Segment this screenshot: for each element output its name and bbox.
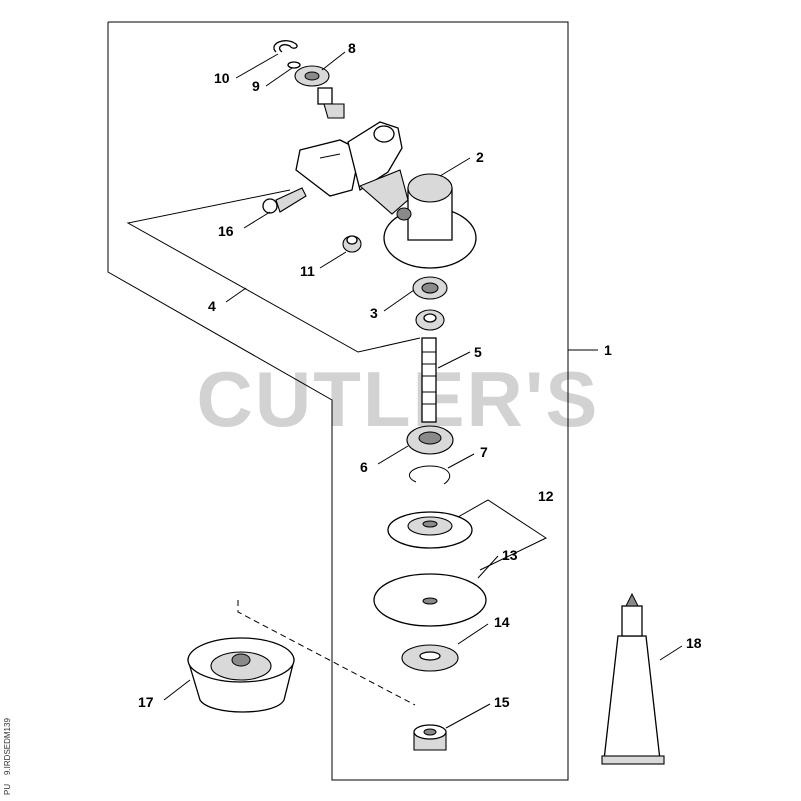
label-part-15: 15 [494,694,510,710]
leader-lines [163,51,683,729]
thrust-plate-part [387,511,473,549]
label-part-11: 11 [300,263,315,279]
label-part-4: 4 [208,298,216,314]
guard-relation-dashed-line [237,600,416,706]
circlip-part [409,465,451,485]
label-part-17: 17 [138,694,154,710]
screw-part [262,187,307,214]
bevel-pinion-part [317,87,345,119]
plug-part [342,235,362,253]
disc-part [373,573,487,627]
collar-nut-part [415,309,445,331]
label-part-10: 10 [214,70,230,86]
label-part-16: 16 [218,223,234,239]
drawing-code: 9.IRDSEDM139 [3,718,12,775]
label-part-14: 14 [494,614,510,630]
washer-part [401,644,459,672]
grease-tube-part [601,592,665,765]
label-part-2: 2 [476,149,484,165]
watermark: CUTLER'S [197,355,600,443]
label-part-8: 8 [348,40,356,56]
label-part-12: 12 [538,488,554,504]
mowing-head-nut-part [413,724,447,751]
snap-ring-part [273,40,298,53]
label-part-6: 6 [360,459,368,475]
drawing-code-suffix: PU [3,784,12,795]
ball-bearing-lower-part [406,425,454,455]
label-part-7: 7 [480,444,488,460]
mowing-cup-part [187,637,295,713]
gear-housing-group-outline [126,189,421,353]
gear-housing-part [295,121,477,269]
label-part-9: 9 [252,78,260,94]
label-bracket-12-13 [457,499,548,571]
ball-bearing-top-part [294,65,330,87]
label-part-5: 5 [474,344,482,360]
spline-shaft-part [421,337,437,423]
washer-small-part [287,61,301,69]
label-part-1: 1 [604,342,612,358]
assembly-outline [107,21,569,781]
ball-bearing-upper-part [412,276,448,300]
label-part-18: 18 [686,635,702,651]
label-part-3: 3 [370,305,378,321]
label-part-13: 13 [502,547,518,563]
